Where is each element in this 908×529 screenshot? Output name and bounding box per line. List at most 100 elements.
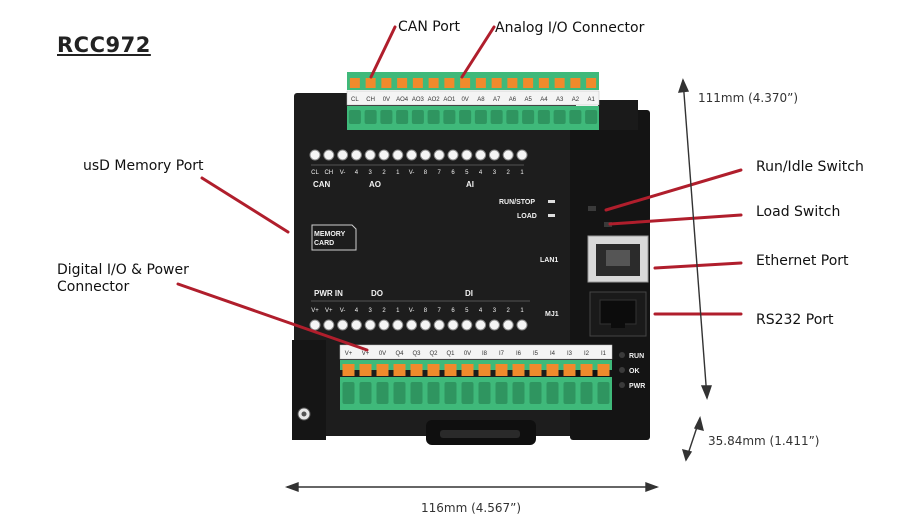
bottom-terminal-tab[interactable] (376, 364, 389, 376)
top-terminal-screw (522, 110, 535, 124)
top-pin-label: 2 (382, 170, 386, 176)
top-terminal-label: AO3 (412, 97, 425, 103)
bottom-pin (323, 319, 335, 331)
top-terminal-tab[interactable] (554, 78, 565, 88)
usd-memory-label: usD Memory Port (83, 158, 204, 174)
bottom-terminal-tab[interactable] (512, 364, 525, 376)
top-terminal-screw (537, 110, 550, 124)
top-terminal-tab[interactable] (523, 78, 534, 88)
bottom-pin (488, 319, 500, 331)
bottom-terminal-screw (461, 382, 474, 404)
top-terminal-tab[interactable] (460, 78, 471, 88)
top-terminal-tab[interactable] (381, 78, 392, 88)
bottom-terminal-screw (563, 382, 576, 404)
top-terminal-screw (380, 110, 393, 124)
top-pin-label: 3 (369, 170, 373, 176)
bottom-terminal-screw (478, 382, 491, 404)
bottom-terminal-tab[interactable] (427, 364, 440, 376)
width-dimension-label: 116mm (4.567”) (421, 501, 522, 515)
bottom-pin-label: 4 (355, 308, 359, 314)
top-pin-label: 6 (451, 170, 455, 176)
top-terminal-label: AO2 (428, 97, 441, 103)
bottom-terminal-screw (580, 382, 593, 404)
top-terminal-label: CH (366, 97, 375, 103)
top-pin-label: 1 (396, 170, 400, 176)
bottom-terminal-tab[interactable] (478, 364, 491, 376)
bottom-terminal-tab[interactable] (597, 364, 610, 376)
depth-arrow-bottom (681, 449, 693, 462)
mj1-label: MJ1 (545, 311, 559, 318)
bottom-terminal-label: I6 (516, 351, 522, 357)
top-terminal-tab[interactable] (365, 78, 376, 88)
top-terminal-screw (364, 110, 377, 124)
run-idle-switch[interactable] (588, 206, 596, 211)
can-port-callout-line (369, 25, 397, 79)
top-terminal-tab[interactable] (491, 78, 502, 88)
top-terminal-tab[interactable] (349, 78, 360, 88)
top-terminal-tab[interactable] (538, 78, 549, 88)
bottom-terminal-screw (444, 382, 457, 404)
rs232-label: RS232 Port (756, 312, 834, 328)
device-top-tab (598, 100, 638, 130)
top-terminal-tab[interactable] (570, 78, 581, 88)
bottom-terminal-tab[interactable] (580, 364, 593, 376)
bottom-terminal-screw (342, 382, 355, 404)
bottom-pin (516, 319, 528, 331)
usd-memory-callout-line (200, 176, 290, 234)
top-terminal-tab[interactable] (428, 78, 439, 88)
top-terminal-tab[interactable] (397, 78, 408, 88)
bottom-pin-label: 5 (465, 308, 469, 314)
height-arrow-bottom (700, 385, 712, 400)
top-terminal-tab[interactable] (586, 78, 597, 88)
top-terminal-label: A7 (493, 97, 501, 103)
top-terminal-screw (443, 110, 456, 124)
bottom-pin (419, 319, 431, 331)
load-switch[interactable] (604, 222, 612, 227)
can-port-label: CAN Port (398, 19, 461, 35)
bottom-terminal-tab[interactable] (444, 364, 457, 376)
top-pin-label: 2 (507, 170, 511, 176)
top-terminal-tab[interactable] (412, 78, 423, 88)
analog-io-label: Analog I/O Connector (495, 20, 645, 36)
can-group-label: CAN (313, 180, 331, 189)
bottom-terminal-tab[interactable] (546, 364, 559, 376)
bottom-terminal-tab[interactable] (342, 364, 355, 376)
bottom-pin-label: 8 (424, 308, 428, 314)
bottom-terminal-screw (359, 382, 372, 404)
top-terminal-screw (569, 110, 582, 124)
top-pin-label: 4 (355, 170, 359, 176)
bottom-terminal-tab[interactable] (359, 364, 372, 376)
bottom-pin (378, 319, 390, 331)
top-terminal-tab[interactable] (444, 78, 455, 88)
bottom-terminal-label: I2 (584, 351, 590, 357)
bottom-terminal-tab[interactable] (563, 364, 576, 376)
lan1-label: LAN1 (540, 257, 558, 264)
top-pin-label: CL (311, 170, 319, 176)
bottom-pin (502, 319, 514, 331)
bottom-pin (406, 319, 418, 331)
ao-group-label: AO (369, 180, 381, 189)
top-pin (309, 149, 321, 161)
bottom-terminal-tab[interactable] (410, 364, 423, 376)
top-terminal-tab[interactable] (507, 78, 518, 88)
run-idle-label: Run/Idle Switch (756, 159, 864, 175)
bottom-pin-label: 2 (382, 308, 386, 314)
bottom-terminal-label: 0V (464, 351, 471, 357)
ethernet-label: Ethernet Port (756, 253, 849, 269)
bottom-terminal-screw (546, 382, 559, 404)
bottom-terminal-tab[interactable] (529, 364, 542, 376)
bottom-terminal-tab[interactable] (461, 364, 474, 376)
top-pin-label: CH (324, 170, 333, 176)
bottom-terminal-tab[interactable] (393, 364, 406, 376)
bottom-pin (364, 319, 376, 331)
bottom-pin-label: 6 (451, 308, 455, 314)
bottom-pin-label: V+ (325, 308, 333, 314)
top-terminal-screw (553, 110, 566, 124)
bottom-pin-label: 1 (520, 308, 524, 314)
top-terminal-label: A8 (477, 97, 485, 103)
bottom-pin (475, 319, 487, 331)
bottom-terminal-label: 0V (379, 351, 386, 357)
top-terminal-tab[interactable] (475, 78, 486, 88)
bottom-terminal-tab[interactable] (495, 364, 508, 376)
